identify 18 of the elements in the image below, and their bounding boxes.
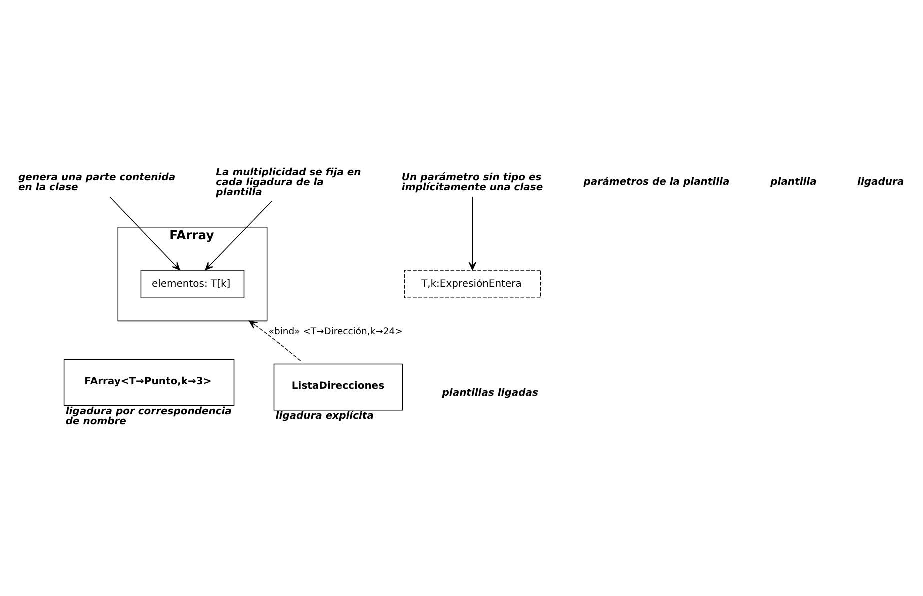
node-box: elementos: T[k]	[140, 270, 245, 298]
node-text: La multiplicidad se fija en cada ligadura de la plantilla	[216, 166, 362, 198]
node-label: ligadura explícita	[276, 410, 374, 422]
node-box: ListaDirecciones	[274, 363, 404, 410]
arrow	[468, 196, 476, 270]
label: ligadura	[858, 176, 904, 188]
node-label: ligadura por correspondencia de nombre	[66, 406, 232, 428]
node-text: Un parámetro sin tipo es implícitamente una clase	[402, 172, 544, 193]
node-box: FArray<T→Punto,k→3>	[64, 358, 235, 406]
label: plantilla	[770, 176, 817, 188]
node-text: genera una parte contenida en la clase	[18, 172, 176, 193]
label: parámetros de la plantilla	[584, 176, 730, 188]
arrow	[249, 320, 302, 361]
node-box: T,k:ExpresiónEntera	[404, 270, 542, 298]
arrow	[110, 196, 180, 270]
label: plantillas ligadas	[442, 388, 538, 399]
edge-label: «bind» <T→Dirección,k→24>	[268, 326, 403, 338]
arrow	[205, 200, 272, 270]
